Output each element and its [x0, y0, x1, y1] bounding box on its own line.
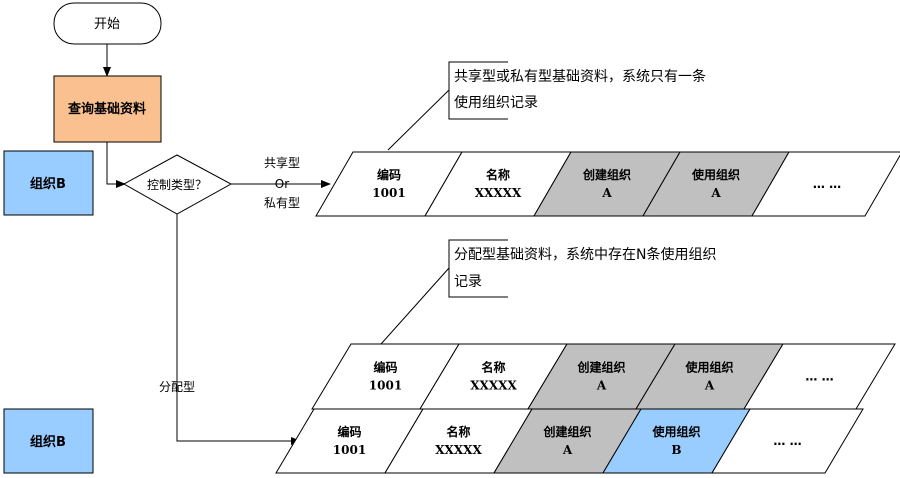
note-bottom-line2: 记录: [454, 274, 482, 290]
record-cell-field: 使用组织: [691, 167, 740, 182]
start-node: 开始: [53, 2, 162, 45]
record-cell-field: 创建组织: [576, 360, 625, 375]
note-top-line1: 共享型或私有型基础资料，系统只有一条: [454, 68, 706, 85]
record-cell-value: A: [710, 186, 721, 200]
record-cell: [711, 408, 864, 474]
record-cell-field: 创建组织: [582, 167, 631, 182]
start-label: 开始: [94, 17, 120, 32]
record-cell-value: B: [671, 443, 681, 457]
branch-shared-line3: 私有型: [264, 196, 300, 210]
record-cell-field: 名称: [486, 167, 510, 182]
note-bottom-line1: 分配型基础资料，系统中存在N条使用组织: [454, 246, 716, 263]
connector-query-to-decision: [106, 142, 126, 188]
record-row-distributed-b: 编码 1001 名称 XXXXX 创建组织 A 使用组织 B … …: [275, 408, 864, 474]
decision-label: 控制类型？: [147, 178, 207, 192]
record-cell-value: A: [596, 379, 607, 393]
record-cell-field: 编码: [372, 360, 397, 375]
record-rows: 编码 1001 名称 XXXXX 创建组织 A 使用组织 A … … 编码 1001 名称 XXXXX 创…: [275, 151, 900, 474]
note-top-line2: 使用组织记录: [454, 94, 538, 111]
query-label: 查询基础资料: [67, 101, 146, 117]
note-top: 共享型或私有型基础资料，系统只有一条 使用组织记录: [387, 61, 706, 151]
record-cell-value: XXXXX: [475, 186, 522, 200]
record-cell-ellipsis: … …: [773, 434, 801, 448]
branch-distributed-label: 分配型: [159, 380, 195, 394]
record-cell-value: 1001: [369, 379, 402, 393]
org-b-box-top: 组织B: [3, 150, 94, 216]
record-cell-value: A: [704, 379, 715, 393]
query-node: 查询基础资料: [53, 75, 162, 143]
note-bottom-leader: [380, 267, 450, 345]
record-cell-field: 编码: [376, 167, 401, 182]
record-cell-value: XXXXX: [435, 443, 482, 457]
decision-node: 控制类型？: [122, 154, 233, 215]
org-b-bottom-label: 组织B: [30, 434, 66, 450]
org-b-top-label: 组织B: [30, 176, 66, 192]
branch-shared-line1: 共享型: [264, 155, 300, 170]
record-cell-ellipsis: … …: [813, 177, 841, 191]
record-row-distributed-a: 编码 1001 名称 XXXXX 创建组织 A 使用组织 A … …: [311, 343, 896, 410]
record-cell-field: 创建组织: [542, 424, 591, 439]
org-b-box-bottom: 组织B: [3, 408, 94, 474]
record-cell-field: 使用组织: [684, 360, 733, 375]
connector-decision-to-distributed-rows: [176, 214, 301, 445]
note-top-leader: [387, 89, 450, 151]
note-bottom: 分配型基础资料，系统中存在N条使用组织 记录: [380, 239, 716, 345]
record-cell-field: 名称: [481, 360, 505, 375]
record-cell-value: 1001: [372, 186, 405, 200]
branch-shared-label: 共享型 Or 私有型: [264, 155, 300, 210]
record-cell-value: 1001: [333, 443, 366, 457]
record-cell-value: A: [601, 186, 612, 200]
record-row-shared: 编码 1001 名称 XXXXX 创建组织 A 使用组织 A … …: [315, 151, 900, 217]
record-cell: [751, 151, 900, 217]
record-cell-field: 编码: [336, 424, 361, 439]
record-cell-value: XXXXX: [470, 379, 517, 393]
record-cell-ellipsis: … …: [805, 370, 833, 384]
record-cell-field: 名称: [446, 424, 470, 439]
branch-shared-line2: Or: [275, 177, 289, 191]
record-cell-field: 使用组织: [651, 424, 700, 439]
record-cell-value: A: [562, 443, 573, 457]
